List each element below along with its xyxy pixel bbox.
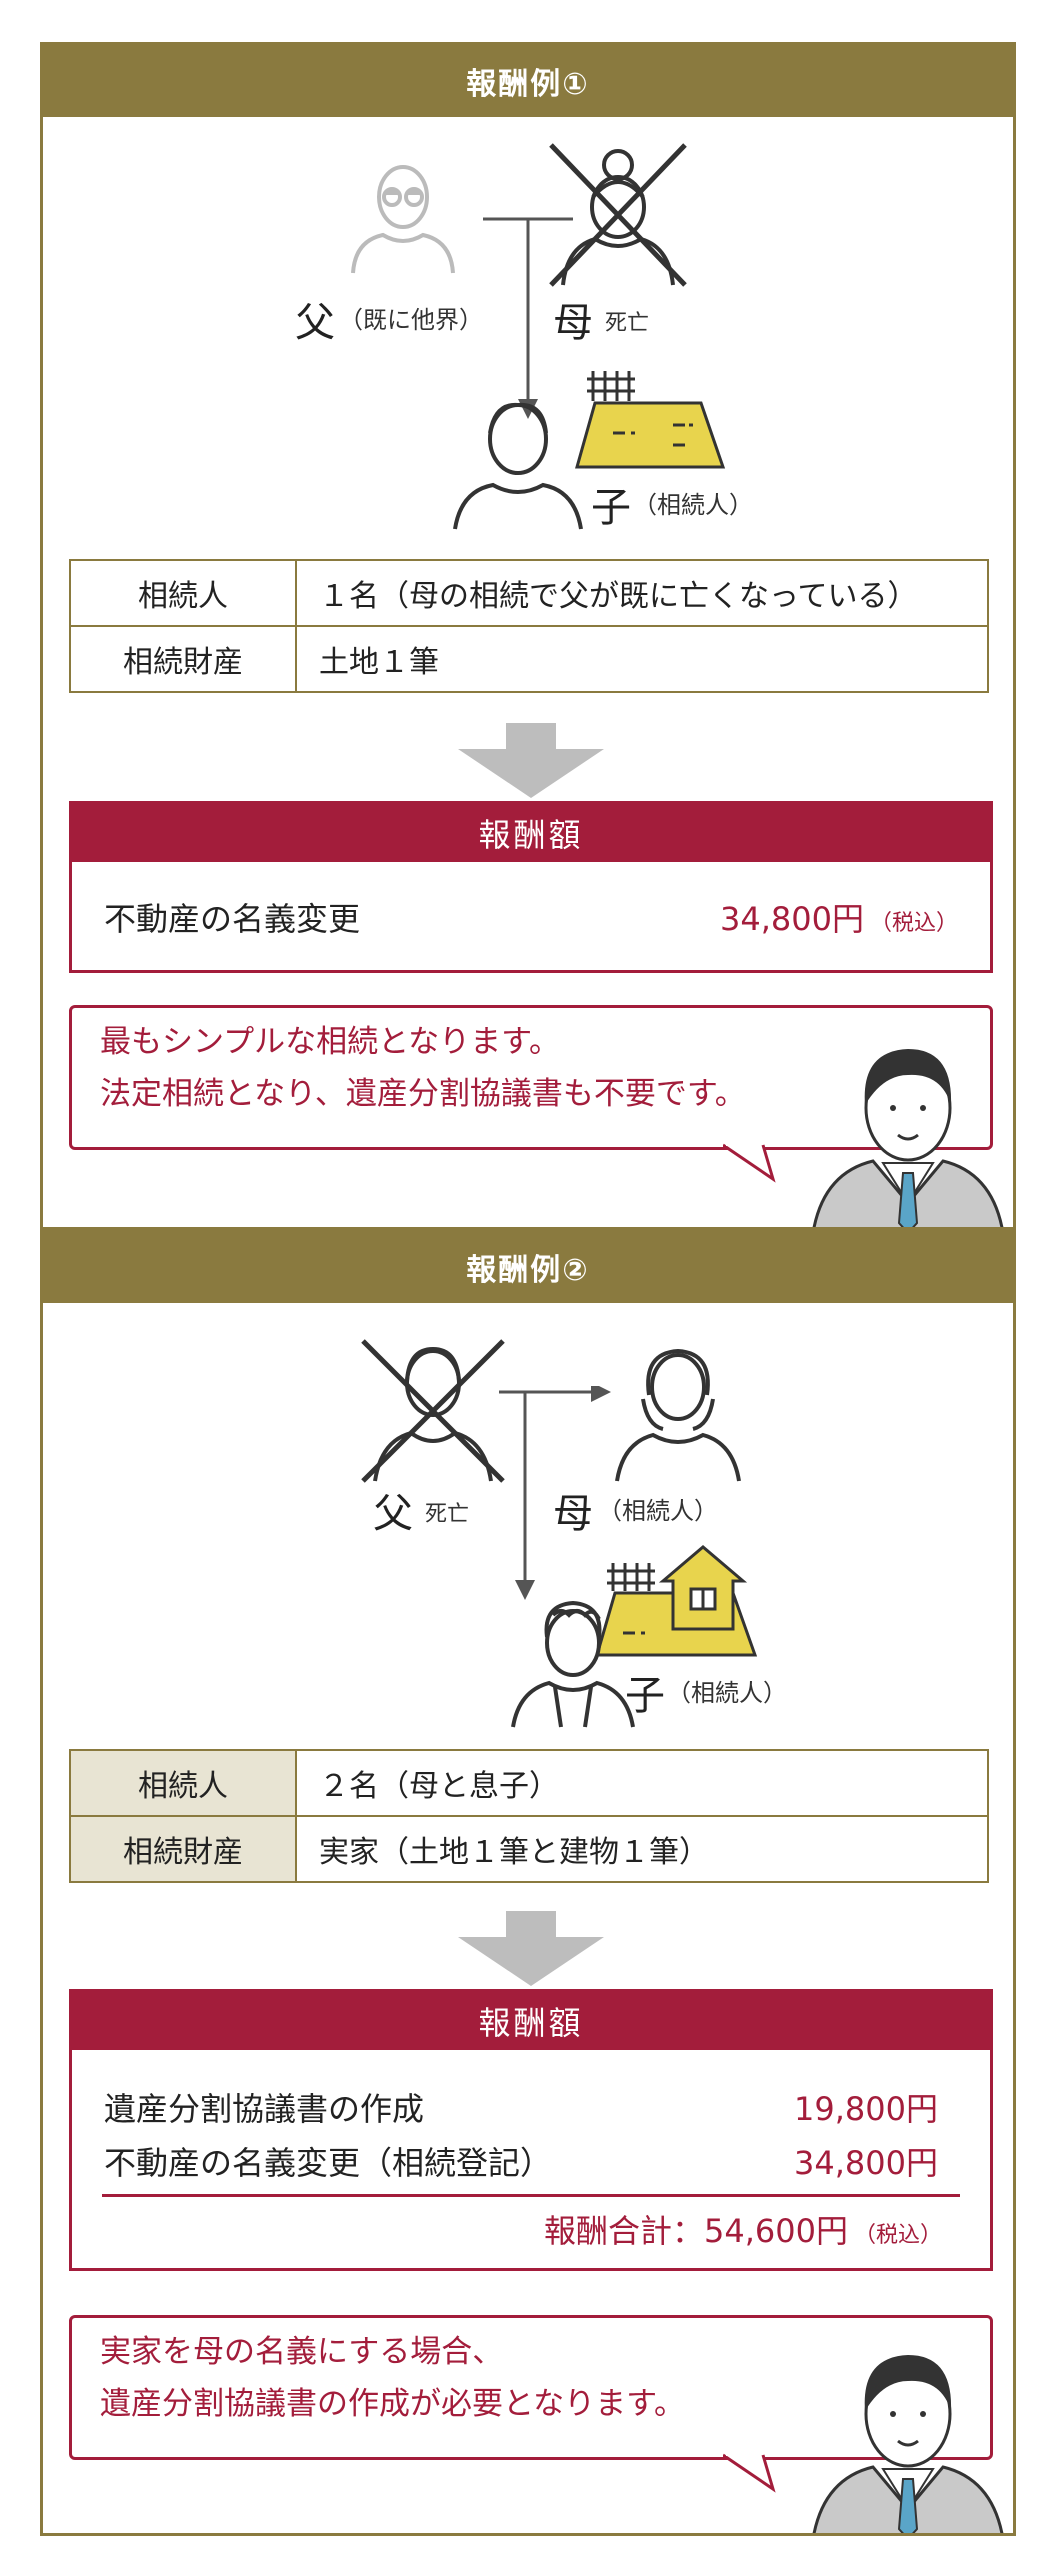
fee-price: 19,800円 [794,2090,938,2128]
example-2-section: 報酬例② 父 死亡 母 （相続人） [40,1228,1016,2536]
fee-title: 報酬額 [72,804,990,862]
table-value: ２名（母と息子） [295,1749,989,1817]
child-label: 子 [591,485,631,531]
fee-item-label: 遺産分割協議書の作成 [104,2090,425,2128]
speech-tail [723,2453,776,2493]
heir-info-table: 相続人 ２名（母と息子） 相続財産 実家（土地１筆と建物１筆） [69,1749,989,1883]
speech-line: 最もシンプルな相続となります。 [100,1024,561,1060]
arrow-down-icon [458,1911,604,1986]
land-icon [575,371,726,469]
speech-line: 遺産分割協議書の作成が必要となります。 [100,2386,685,2422]
example-1-section: 報酬例① 父 （既に他界） 母 死亡 [40,42,1016,1230]
mother-note: 死亡 [605,311,650,336]
table-label: 相続財産 [69,625,297,693]
house-land-icon [595,1545,758,1657]
fee-item-label: 不動産の名義変更（相続登記） [104,2144,553,2182]
speech-line: 法定相続となり、遺産分割協議書も不要です。 [100,1076,746,1112]
child-icon [511,1600,635,1728]
fee-item-label: 不動産の名義変更 [104,900,361,938]
speech-tail [723,1143,776,1183]
arrow-down-icon [458,723,604,798]
father-note: 死亡 [425,1502,470,1527]
tax-note: （税込） [853,2223,942,2248]
example-1-title: 報酬例① [43,45,1013,117]
mother-note: （相続人） [598,1497,718,1525]
advisor-avatar [812,1049,1004,1227]
example-2-title: 報酬例② [43,1231,1013,1303]
tax-note: （税込） [869,911,958,936]
child-note: （相続人） [667,1679,787,1707]
mother-deceased-icon [549,143,687,287]
speech-bubble: 最もシンプルな相続となります。 法定相続となり、遺産分割協議書も不要です。 [69,1005,993,1150]
speech-line: 実家を母の名義にする場合、 [100,2334,504,2370]
table-row: 相続財産 土地１筆 [69,625,989,693]
total-label: 報酬合計：54,600円 [544,2212,848,2250]
child-label: 子 [625,1673,665,1719]
father-note: （既に他界） [339,306,483,334]
advisor-avatar [812,2355,1004,2533]
father-label: 父 [295,300,335,346]
father-deceased-icon [361,1339,505,1483]
table-label: 相続人 [69,559,297,627]
speech-bubble: 実家を母の名義にする場合、 遺産分割協議書の作成が必要となります。 [69,2315,993,2460]
fee-row: 不動産の名義変更（相続登記） 34,800円 [104,2138,938,2184]
table-value: 実家（土地１筆と建物１筆） [295,1815,989,1883]
child-icon [453,402,583,530]
fee-total: 報酬合計：54,600円（税込） [544,2206,942,2252]
fee-price: 34,800円 [794,2144,938,2182]
table-row: 相続財産 実家（土地１筆と建物１筆） [69,1815,989,1883]
father-label: 父 [373,1491,413,1537]
fee-price: 34,800円 [720,900,864,938]
mother-icon [615,1348,741,1482]
fee-title: 報酬額 [72,1992,990,2050]
heir-info-table: 相続人 １名（母の相続で父が既に亡くなっている） 相続財産 土地１筆 [69,559,989,693]
table-value: １名（母の相続で父が既に亡くなっている） [295,559,989,627]
table-row: 相続人 １名（母の相続で父が既に亡くなっている） [69,559,989,627]
mother-label: 母 [553,1491,593,1537]
fee-box: 報酬額 遺産分割協議書の作成 19,800円 不動産の名義変更（相続登記） 34… [69,1989,993,2271]
father-grey-icon [351,165,455,274]
child-note: （相続人） [633,491,753,519]
family-tree-lines [499,1386,611,1600]
table-label: 相続財産 [69,1815,297,1883]
mother-label: 母 [553,300,593,346]
table-value: 土地１筆 [295,625,989,693]
table-row: 相続人 ２名（母と息子） [69,1749,989,1817]
fee-box: 報酬額 不動産の名義変更 34,800円（税込） [69,801,993,973]
fee-row: 遺産分割協議書の作成 19,800円 [104,2084,938,2130]
total-divider [102,2194,960,2197]
table-label: 相続人 [69,1749,297,1817]
fee-row: 不動産の名義変更 34,800円（税込） [104,894,958,940]
